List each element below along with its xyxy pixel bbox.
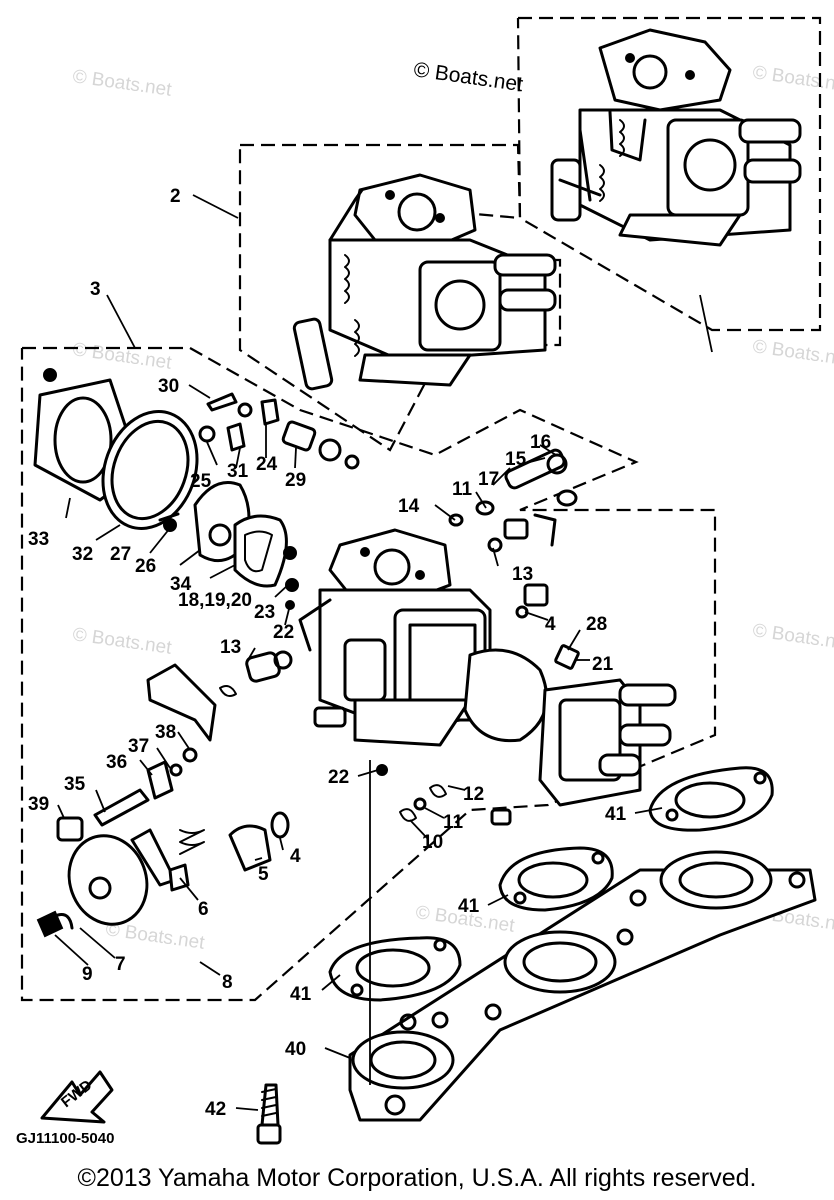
part-label-33: 33 xyxy=(28,529,49,550)
drawing-code: GJ11100-5040 xyxy=(16,1130,114,1147)
fuel-pump-assembly xyxy=(463,648,677,807)
part-label-24: 24 xyxy=(256,454,278,475)
watermark: © Boats.net xyxy=(71,339,173,374)
part-label-21: 21 xyxy=(592,654,614,675)
part-label-8: 8 xyxy=(222,972,233,993)
assembly-boundary-carb-2 xyxy=(238,143,562,452)
assembly-boundary-carb-3 xyxy=(20,346,717,1002)
watermark-primary: © Boats.net xyxy=(412,58,524,96)
small-parts-top xyxy=(158,392,360,532)
part-label-35: 35 xyxy=(64,774,86,795)
part-label-4-upper: 4 xyxy=(545,614,556,635)
part-label-34: 34 xyxy=(170,574,192,595)
leader-lines xyxy=(54,194,713,1111)
part-label-18-19-20: 18,19,20 xyxy=(178,590,252,611)
part-label-3: 3 xyxy=(90,279,101,300)
part-label-38: 38 xyxy=(155,722,176,743)
part-label-40: 40 xyxy=(285,1039,306,1060)
part-label-41-left: 41 xyxy=(290,984,312,1005)
intake-manifold xyxy=(348,850,817,1122)
part-label-13-right: 13 xyxy=(512,564,533,585)
part-label-16: 16 xyxy=(530,432,551,453)
part-label-25: 25 xyxy=(190,471,212,492)
part-label-39: 39 xyxy=(28,794,49,815)
diaphragm-32 xyxy=(101,410,199,530)
carburetor-2 xyxy=(292,173,557,391)
part-label-28: 28 xyxy=(586,614,607,635)
part-label-7: 7 xyxy=(115,954,126,975)
part-label-30: 30 xyxy=(158,376,179,397)
part-label-9: 9 xyxy=(82,964,93,985)
part-label-11-upper: 11 xyxy=(452,479,473,500)
part-label-13-left: 13 xyxy=(220,637,241,658)
part-label-11-lower: 11 xyxy=(443,812,464,833)
part-label-22-upper: 22 xyxy=(273,622,294,643)
carburetor-3-body xyxy=(298,528,492,747)
carburetor-rear xyxy=(550,28,802,247)
part-label-2: 2 xyxy=(170,186,181,207)
part-label-14: 14 xyxy=(398,496,420,517)
copyright-notice: ©2013 Yamaha Motor Corporation, U.S.A. A… xyxy=(77,1164,757,1192)
part-label-10: 10 xyxy=(422,832,443,853)
part-label-26: 26 xyxy=(135,556,156,577)
part-label-17: 17 xyxy=(478,469,499,490)
part-label-12: 12 xyxy=(463,784,484,805)
watermark: © Boats.net xyxy=(751,336,834,371)
bolt-42 xyxy=(256,1083,282,1145)
part-label-5: 5 xyxy=(258,864,269,885)
watermark: © Boats.net xyxy=(751,620,834,655)
part-label-36: 36 xyxy=(106,752,127,773)
part-label-4-lower: 4 xyxy=(290,846,301,867)
part-labels: 2 3 30 25 31 24 29 33 32 27 26 34 18,19,… xyxy=(28,186,627,1120)
part-label-29: 29 xyxy=(285,470,306,491)
part-label-42: 42 xyxy=(205,1099,226,1120)
part-label-37: 37 xyxy=(128,736,149,757)
carburetor-exploded-diagram: © Boats.net © Boats.net © Boats.net © Bo… xyxy=(16,16,834,1147)
gaskets xyxy=(328,766,774,1002)
part-label-27: 27 xyxy=(110,544,131,565)
part-label-15: 15 xyxy=(505,449,527,470)
part-label-41-middle: 41 xyxy=(458,896,480,917)
forward-arrow: FWD xyxy=(40,1070,114,1124)
gasket-34 xyxy=(233,514,288,588)
part-label-23: 23 xyxy=(254,602,275,623)
part-label-6: 6 xyxy=(198,899,209,920)
watermark: © Boats.net xyxy=(71,66,173,101)
part-label-22-lower: 22 xyxy=(328,767,349,788)
watermark: © Boats.net xyxy=(71,624,173,659)
part-label-31: 31 xyxy=(227,461,249,482)
watermark: © Boats.net xyxy=(751,62,834,97)
part-label-41-right: 41 xyxy=(605,804,627,825)
part-label-32: 32 xyxy=(72,544,93,565)
assembly-boundaries xyxy=(20,16,822,1002)
throttle-parts xyxy=(36,650,512,938)
